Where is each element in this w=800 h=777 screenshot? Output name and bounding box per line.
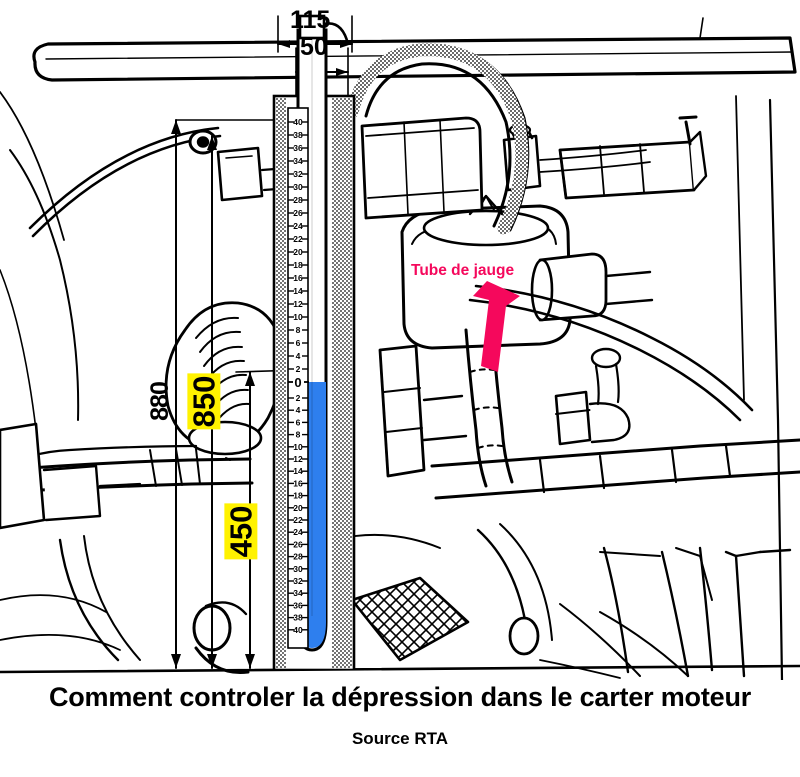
svg-text:26: 26 <box>293 208 303 218</box>
svg-text:2: 2 <box>296 393 301 403</box>
svg-text:0: 0 <box>294 375 301 390</box>
svg-text:18: 18 <box>293 491 303 501</box>
svg-text:4: 4 <box>296 405 301 415</box>
svg-text:22: 22 <box>293 234 303 244</box>
engine-bay-illustration <box>0 15 800 680</box>
dimension-850-highlight: 850 <box>186 373 222 430</box>
dimension-115: 115 <box>290 6 331 34</box>
caption-block: Comment controler la dépression dans le … <box>0 682 800 749</box>
svg-text:40: 40 <box>293 117 303 127</box>
svg-text:30: 30 <box>293 564 303 574</box>
svg-text:12: 12 <box>293 454 303 464</box>
engine-bay-svg <box>0 15 800 680</box>
dimension-50: 50 <box>300 33 328 61</box>
svg-text:28: 28 <box>293 552 303 562</box>
svg-text:34: 34 <box>293 588 303 598</box>
svg-text:34: 34 <box>293 156 303 166</box>
svg-text:30: 30 <box>293 182 303 192</box>
svg-text:24: 24 <box>293 527 303 537</box>
svg-text:40: 40 <box>293 625 303 635</box>
svg-text:38: 38 <box>293 130 303 140</box>
svg-text:36: 36 <box>293 143 303 153</box>
svg-text:38: 38 <box>293 613 303 623</box>
svg-text:14: 14 <box>293 466 303 476</box>
caption-title: Comment controler la dépression dans le … <box>48 682 752 712</box>
svg-text:26: 26 <box>293 539 303 549</box>
svg-text:24: 24 <box>293 221 303 231</box>
dimension-450-highlight: 450 <box>223 503 259 560</box>
svg-text:18: 18 <box>293 260 303 270</box>
svg-text:6: 6 <box>296 338 301 348</box>
svg-text:10: 10 <box>293 312 303 322</box>
svg-text:2: 2 <box>296 364 301 374</box>
svg-text:12: 12 <box>293 299 303 309</box>
tube-de-jauge-label: Tube de jauge <box>411 262 515 279</box>
svg-text:20: 20 <box>293 503 303 513</box>
svg-text:20: 20 <box>293 247 303 257</box>
svg-text:14: 14 <box>293 286 303 296</box>
svg-text:10: 10 <box>293 442 303 452</box>
svg-text:32: 32 <box>293 169 303 179</box>
svg-text:32: 32 <box>293 576 303 586</box>
svg-text:4: 4 <box>296 351 301 361</box>
svg-text:28: 28 <box>293 195 303 205</box>
svg-text:6: 6 <box>296 417 301 427</box>
dimension-880: 880 <box>145 382 174 421</box>
svg-text:36: 36 <box>293 600 303 610</box>
svg-text:8: 8 <box>296 325 301 335</box>
caption-source: Source RTA <box>351 729 449 748</box>
svg-text:16: 16 <box>293 273 303 283</box>
svg-text:22: 22 <box>293 515 303 525</box>
svg-text:8: 8 <box>296 430 301 440</box>
svg-text:16: 16 <box>293 478 303 488</box>
